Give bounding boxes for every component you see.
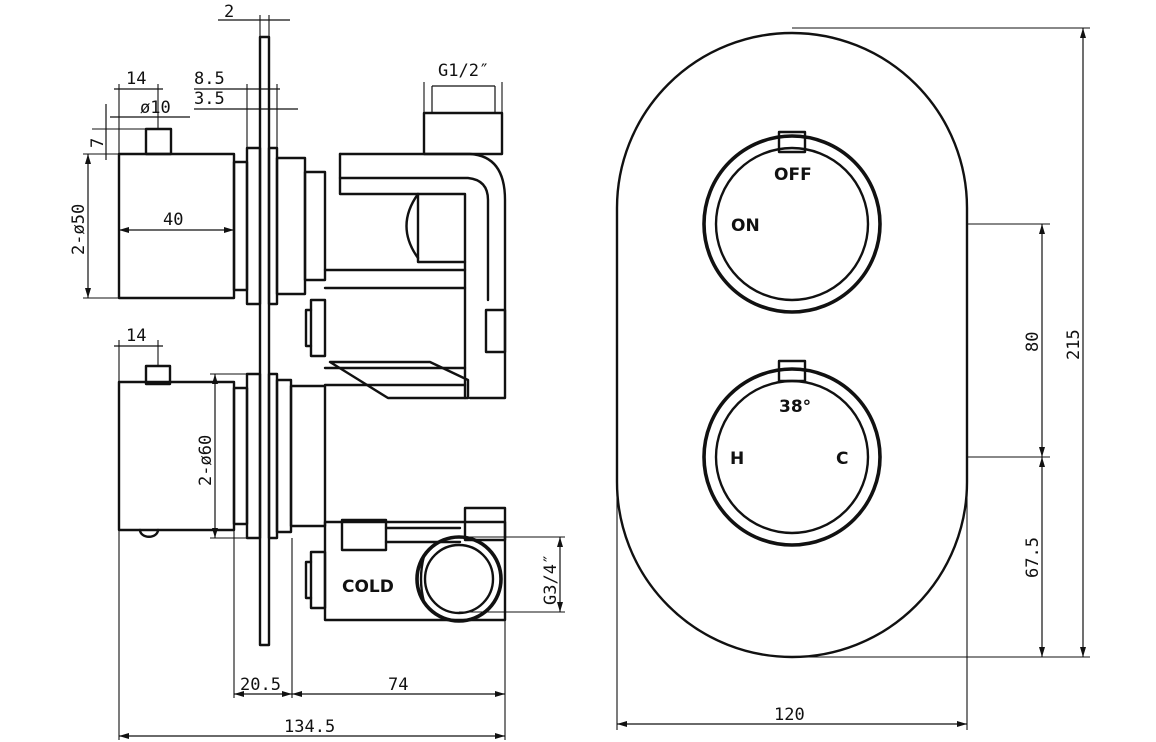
lower-handle [117, 364, 327, 540]
dim-knob-offset-bottom: 14 [126, 326, 146, 346]
side-view: 2 14 8.5 3.5 ø10 7 2-ø50 40 [69, 2, 565, 740]
dim-handle-length: 40 [163, 210, 183, 230]
label-on: ON [731, 216, 760, 236]
front-view: OFF ON 38° H C 215 80 67.5 120 [615, 27, 1090, 730]
dim-total-depth: 134.5 [284, 717, 335, 737]
upper-handle [117, 127, 327, 306]
dim-handle-spacing: 80 [1023, 332, 1043, 352]
dim-outlet-thread: G1/2″ [438, 61, 489, 81]
dim-pin-diameter: ø10 [140, 98, 171, 118]
dim-handle-diameter-top: 2-ø50 [69, 204, 89, 255]
cold-inlet-outer-ring [415, 535, 503, 623]
dim-flange-a: 8.5 [194, 69, 225, 89]
dimension-arrowheads [85, 28, 1086, 739]
dim-depth-a: 20.5 [240, 675, 281, 695]
label-cold-inlet: COLD [342, 577, 394, 597]
dim-pin-height: 7 [88, 138, 108, 148]
lower-knob: 38° H C [702, 359, 882, 547]
dim-depth-b: 74 [388, 675, 408, 695]
wall-plate [258, 35, 271, 647]
upper-knob: OFF ON [702, 130, 882, 314]
label-off: OFF [774, 165, 812, 185]
dim-body-diameter: 2-ø60 [196, 435, 216, 486]
label-hot: H [730, 449, 744, 469]
valve-body [304, 111, 507, 623]
front-plate [615, 31, 969, 659]
label-cold-short: C [836, 449, 848, 469]
dim-top-gap: 2 [224, 2, 234, 22]
dim-knob-offset-top: 14 [126, 69, 146, 89]
dim-inlet-thread: G3/4″ [541, 554, 561, 605]
front-dimensions: 215 80 67.5 120 [616, 27, 1090, 730]
dim-plate-width: 120 [774, 705, 805, 725]
dim-handle-bottom-offset: 67.5 [1023, 537, 1043, 578]
dim-flange-b: 3.5 [194, 89, 225, 109]
side-dimensions: 2 14 8.5 3.5 ø10 7 2-ø50 40 [69, 2, 565, 740]
label-temp: 38° [779, 397, 811, 417]
dim-plate-height: 215 [1064, 329, 1084, 360]
